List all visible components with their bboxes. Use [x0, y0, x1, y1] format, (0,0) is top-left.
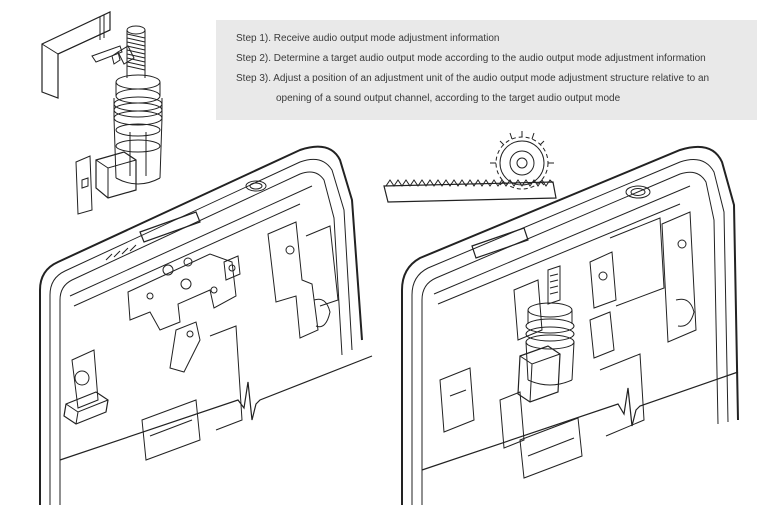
step-3-text: Step 3). Adjust a position of an adjustm…	[236, 73, 710, 84]
step-2-text: Step 2). Determine a target audio output…	[236, 53, 706, 64]
step-1-text: Step 1). Receive audio output mode adjus…	[236, 33, 500, 44]
steps-panel: Step 1). Receive audio output mode adjus…	[216, 20, 757, 120]
right-phone-frame	[402, 147, 738, 505]
exploded-mechanism	[42, 12, 162, 214]
step-3-continuation-text: opening of a sound output channel, accor…	[276, 93, 621, 104]
left-phone-frame	[40, 147, 372, 505]
gear-and-rack	[384, 131, 556, 202]
